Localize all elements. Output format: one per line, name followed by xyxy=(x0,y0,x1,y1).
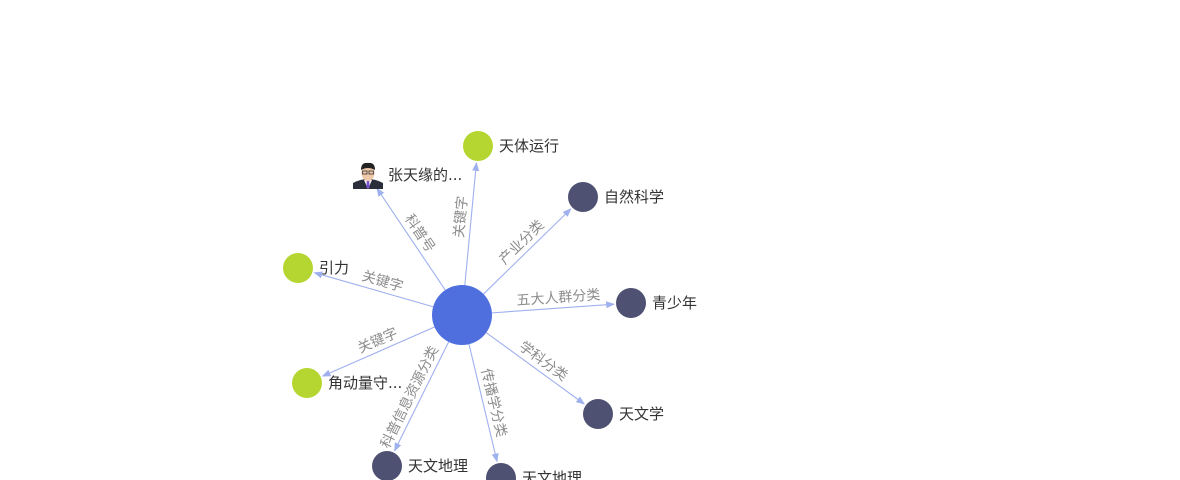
graph-node[interactable]: 天文地理 xyxy=(372,451,468,480)
category-node-circle xyxy=(372,451,402,480)
person-avatar-icon xyxy=(353,161,383,189)
node-label: 引力 xyxy=(319,259,349,277)
edge-label: 关键字 xyxy=(360,268,405,295)
edge-line xyxy=(483,208,572,295)
edge-label: 传播学分类 xyxy=(477,367,509,439)
edge-n3: 产业分类 xyxy=(483,208,572,295)
edge-line xyxy=(376,187,446,291)
edge-label: 科普号 xyxy=(401,212,438,256)
edge-n5: 五大人群分类 xyxy=(491,287,615,314)
edge-line xyxy=(321,326,435,377)
edge-label: 五大人群分类 xyxy=(516,287,601,309)
keyword-node-circle xyxy=(463,131,493,161)
edge-line xyxy=(394,341,450,452)
edge-line xyxy=(491,301,615,314)
category-node-circle xyxy=(616,288,646,318)
edge-line xyxy=(464,162,480,286)
edge-label: 学科分类 xyxy=(516,339,571,385)
graph-node[interactable]: 引力 xyxy=(283,253,349,283)
category-node-circle xyxy=(568,182,598,212)
node-label: 天文地理 xyxy=(522,469,582,480)
edge-line xyxy=(468,344,499,463)
category-node-circle xyxy=(583,399,613,429)
keyword-node-circle xyxy=(283,253,313,283)
node-label: 角动量守... xyxy=(328,374,402,392)
center-node[interactable] xyxy=(432,285,492,345)
graph-node[interactable]: 天文地理 xyxy=(486,463,582,480)
edge-n9: 传播学分类 xyxy=(468,344,509,463)
edge-label: 关键字 xyxy=(451,195,471,238)
category-node-circle xyxy=(486,463,516,480)
graph-node[interactable]: 天体运行 xyxy=(463,131,559,161)
node-label: 天文地理 xyxy=(408,457,468,475)
graph-node[interactable]: 张天缘的... xyxy=(353,161,462,189)
node-label: 青少年 xyxy=(652,294,697,312)
edge-n1: 关键字 xyxy=(451,162,480,286)
edge-n8: 科普信息资源分类 xyxy=(377,341,450,452)
node-label: 天体运行 xyxy=(499,137,559,155)
keyword-node-circle xyxy=(292,368,322,398)
graph-node[interactable]: 天文学 xyxy=(583,399,664,429)
node-label: 张天缘的... xyxy=(388,166,462,184)
edge-label: 产业分类 xyxy=(496,217,547,268)
graph-node[interactable]: 自然科学 xyxy=(568,182,664,212)
edge-line xyxy=(485,332,585,405)
edge-n7: 学科分类 xyxy=(485,332,585,405)
node-label: 自然科学 xyxy=(604,188,664,206)
graph-node[interactable]: 角动量守... xyxy=(292,368,402,398)
node-label: 天文学 xyxy=(619,405,664,423)
graph-node[interactable]: 青少年 xyxy=(616,288,697,318)
edge-line xyxy=(313,271,434,308)
edge-label: 科普信息资源分类 xyxy=(377,343,442,451)
